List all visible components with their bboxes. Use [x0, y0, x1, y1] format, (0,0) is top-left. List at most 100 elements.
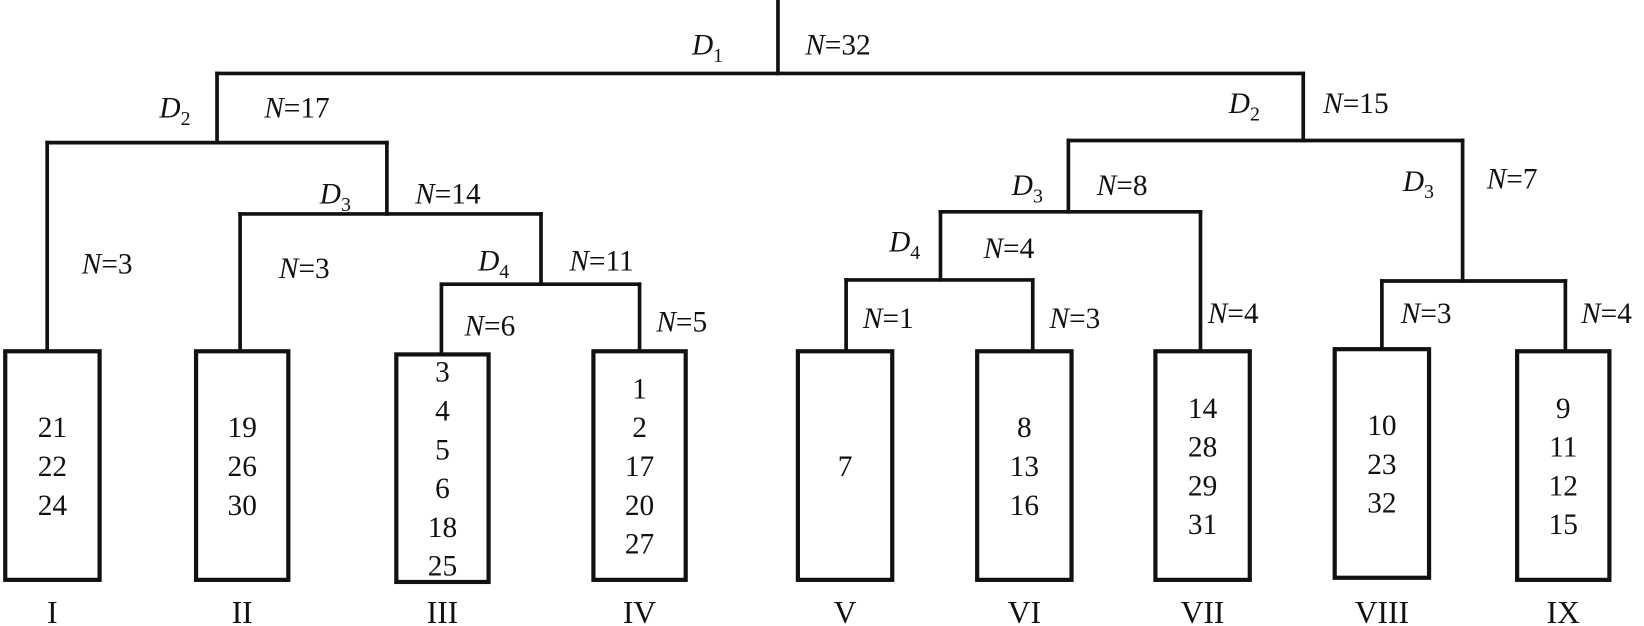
leaf-count-label: N=1 [862, 303, 914, 335]
leaf-member: 17 [625, 451, 654, 483]
count-label-left-d4: N=11 [568, 246, 633, 278]
count-value: =4 [1227, 298, 1259, 330]
leaf-count-label: N=3 [81, 249, 133, 281]
leaf-member: 14 [1188, 393, 1218, 425]
count-value: =14 [435, 178, 481, 210]
subscript: 3 [1033, 185, 1043, 207]
leaf-member: 16 [1010, 490, 1039, 522]
n-letter: N [263, 92, 285, 124]
leaf-member: 7 [838, 451, 853, 483]
count-value: =3 [298, 253, 329, 285]
leaf-member: 8 [1017, 412, 1032, 444]
tree-edges [45, 0, 1568, 357]
count-label-right-d3a: N=8 [1096, 170, 1148, 202]
count-value: =15 [1343, 88, 1389, 120]
leaf-label: I [47, 595, 57, 626]
leaf-member: 25 [428, 551, 457, 583]
count-value: =17 [284, 92, 330, 124]
count-label-right-d3b: N=7 [1486, 164, 1538, 196]
n-letter: N [1400, 298, 1422, 330]
subscript: 1 [713, 45, 723, 67]
count-value: =32 [825, 30, 871, 62]
leaf-member: 4 [435, 395, 450, 427]
leaf-member: 19 [228, 412, 257, 444]
subscript: 3 [341, 194, 351, 216]
leaf-member: 29 [1188, 470, 1217, 502]
leaf-member: 3 [435, 357, 450, 389]
leaf-box [193, 349, 291, 582]
leaf-count-label: N=6 [463, 311, 515, 343]
leaf-count-label: N=3 [278, 253, 330, 285]
n-letter: N [1486, 164, 1508, 196]
n-letter: N [568, 246, 590, 278]
leaf-member: 30 [228, 490, 257, 522]
leaf-count-label: N=4 [1580, 298, 1632, 330]
leaf-member: 23 [1367, 449, 1396, 481]
n-letter: N [278, 253, 300, 285]
leaf-group-V: 7V [795, 349, 895, 626]
leaf-member: 13 [1010, 451, 1039, 483]
leaf-member: 24 [38, 490, 68, 522]
n-letter: N [804, 30, 826, 62]
split-letter: D [888, 227, 910, 259]
leaf-member: 27 [625, 529, 654, 561]
leaf-label: VIII [1355, 595, 1409, 626]
split-label-right-d3a: D3 [1011, 170, 1043, 207]
split-letter: D [477, 246, 499, 278]
leaf-box [3, 349, 102, 582]
count-value: =3 [1420, 298, 1451, 330]
split-letter: D [158, 92, 180, 124]
split-label-left: D2 [158, 92, 190, 129]
leaf-member: 12 [1549, 470, 1578, 502]
count-value: =4 [1601, 298, 1633, 330]
leaf-label: V [834, 595, 857, 626]
n-letter: N [81, 249, 103, 281]
count-value: =4 [1003, 233, 1035, 265]
leaf-member: 22 [38, 451, 67, 483]
count-label-left-d3: N=14 [414, 178, 481, 210]
count-value: =5 [676, 306, 707, 338]
leaf-member: 18 [428, 512, 457, 544]
leaf-count-label: N=4 [1207, 298, 1259, 330]
leaf-group-I: 21 22 24I [3, 349, 102, 626]
count-label-root: N=32 [804, 30, 870, 62]
subscript: 4 [910, 242, 920, 264]
leaf-member: 31 [1188, 509, 1217, 541]
n-letter: N [862, 303, 884, 335]
split-label-right-d3b: D3 [1402, 166, 1434, 203]
count-value: =6 [484, 311, 515, 343]
split-label-left-d4: D4 [477, 246, 509, 283]
count-label-right: N=15 [1322, 88, 1388, 120]
leaf-member: 11 [1549, 432, 1577, 464]
leaf-count-label: N=5 [655, 306, 707, 338]
leaf-label: III [427, 595, 458, 626]
leaf-member: 21 [38, 412, 67, 444]
leaf-box [975, 349, 1074, 582]
subscript: 2 [1250, 104, 1260, 126]
split-letter: D [1402, 166, 1424, 198]
leaf-box [1332, 347, 1432, 580]
leaf-member: 28 [1188, 432, 1217, 464]
n-letter: N [1207, 298, 1229, 330]
split-label-left-d3: D3 [319, 178, 351, 215]
n-letter: N [1096, 170, 1118, 202]
subscript: 4 [499, 261, 509, 283]
leaf-box [394, 352, 491, 585]
leaf-member: 26 [228, 451, 257, 483]
split-label-right: D2 [1228, 88, 1260, 125]
leaf-label: IV [623, 595, 656, 626]
subscript: 3 [1424, 181, 1434, 203]
n-letter: N [1049, 303, 1071, 335]
n-letter: N [463, 311, 485, 343]
leaf-box [1153, 349, 1252, 582]
leaf-member: 1 [632, 373, 647, 405]
leaf-boxes: 212224I192630II34561825III12172027IV7V81… [3, 347, 1612, 626]
count-label-left: N=17 [263, 92, 329, 124]
leaf-count-label: N=3 [1400, 298, 1452, 330]
